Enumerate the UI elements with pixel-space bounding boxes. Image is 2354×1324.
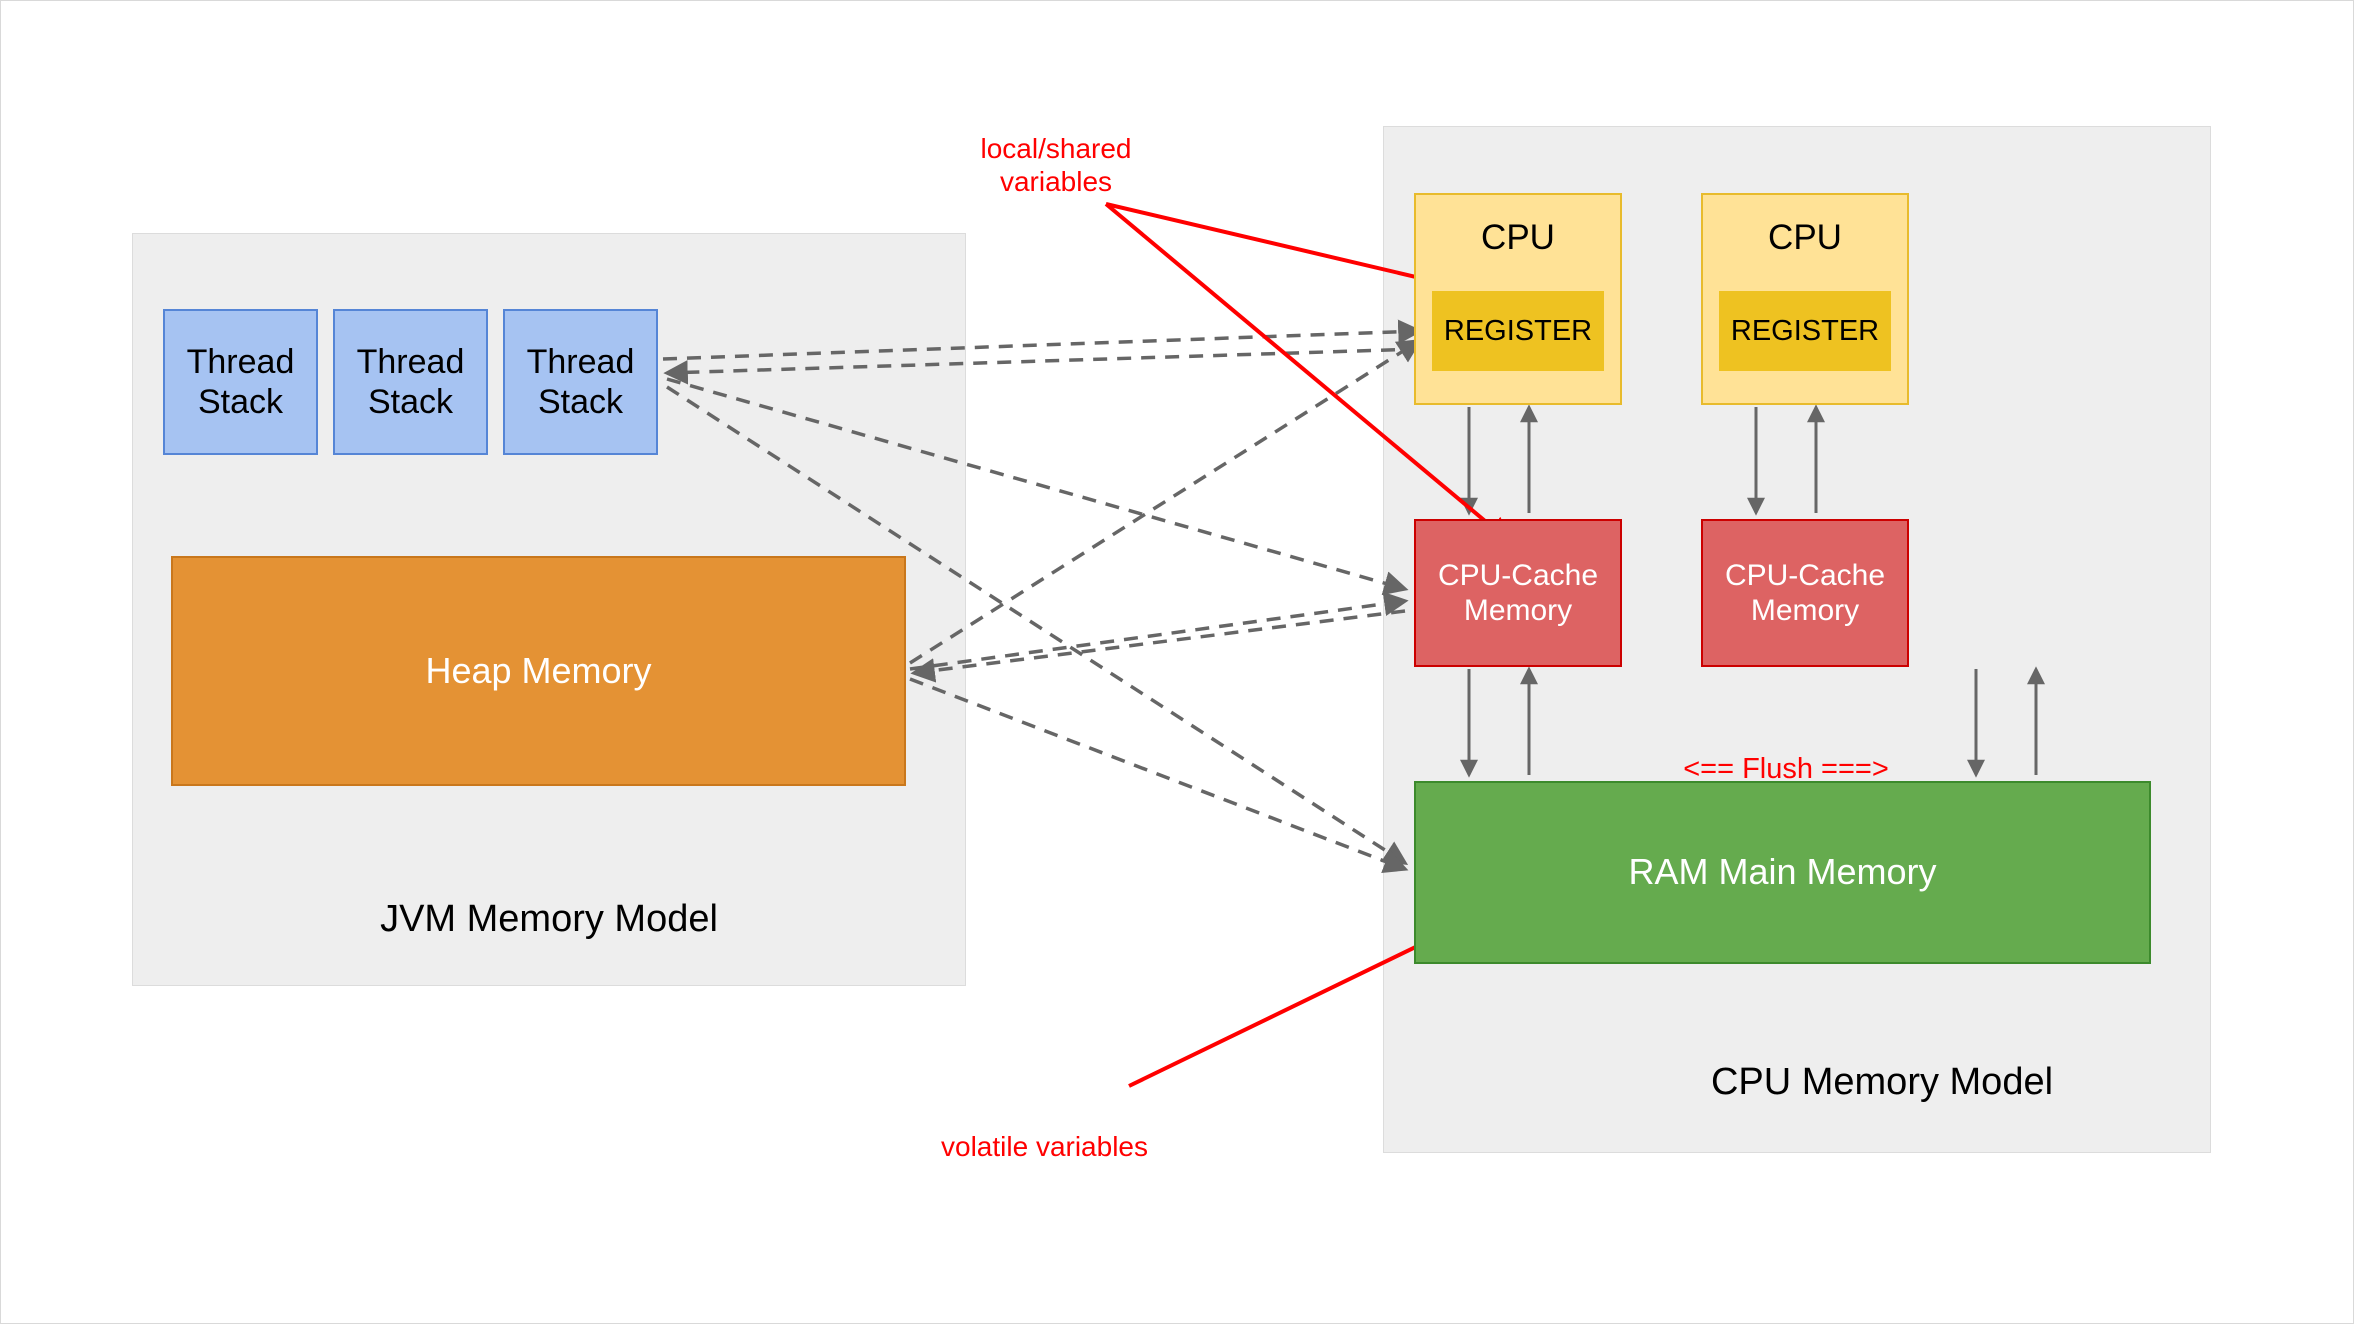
cpu-cache-memory-box-1[interactable]: CPU-Cache Memory — [1414, 519, 1622, 667]
register-label: REGISTER — [1730, 314, 1880, 347]
flush-label: <== Flush ===> — [1621, 717, 1951, 787]
cpu-cache-label: CPU-Cache Memory — [1724, 558, 1886, 627]
cpu-label: CPU — [1481, 218, 1555, 257]
register-box-2[interactable]: REGISTER — [1719, 291, 1891, 371]
link-cache-to-heap — [910, 609, 1406, 683]
thread-stack-label: Thread Stack — [186, 342, 295, 421]
link-register-to-threadstack — [663, 347, 1420, 385]
ram-main-memory-box[interactable]: RAM Main Memory — [1414, 781, 2151, 964]
link-heap-to-ram — [909, 677, 1409, 873]
cpu-panel-title: CPU Memory Model — [1383, 126, 2211, 1153]
thread-stack-label: Thread Stack — [526, 342, 635, 421]
jvm-panel-title: JVM Memory Model — [132, 233, 966, 986]
ram-main-memory-label: RAM Main Memory — [1628, 851, 1937, 893]
volatile-variables-text: volatile variables — [941, 1130, 1148, 1162]
link-heap-to-register — [909, 339, 1423, 665]
cpu-panel-title-text: CPU Memory Model — [1710, 1061, 2054, 1103]
local-shared-variables-text: local/shared variables — [980, 132, 1132, 198]
jvm-panel-title-text: JVM Memory Model — [380, 898, 718, 940]
cpu-cache-label: CPU-Cache Memory — [1437, 558, 1599, 627]
link-heap-to-cache — [909, 591, 1409, 671]
volatile-variables-annotation: volatile variables — [941, 1096, 1241, 1163]
local-shared-variables-annotation: local/shared variables — [931, 98, 1181, 199]
link-threadstack-to-cache — [666, 377, 1409, 596]
flush-label-text: <== Flush ===> — [1683, 752, 1889, 785]
thread-stack-box-1[interactable]: Thread Stack — [163, 309, 318, 455]
link-threadstack-to-ram — [666, 385, 1409, 865]
thread-stack-box-2[interactable]: Thread Stack — [333, 309, 488, 455]
register-box-1[interactable]: REGISTER — [1432, 291, 1604, 371]
cpu-label: CPU — [1768, 218, 1842, 257]
link-threadstack-to-register — [662, 319, 1423, 361]
thread-stack-label: Thread Stack — [356, 342, 465, 421]
thread-stack-box-3[interactable]: Thread Stack — [503, 309, 658, 455]
cpu-cache-memory-box-2[interactable]: CPU-Cache Memory — [1701, 519, 1909, 667]
register-label: REGISTER — [1443, 314, 1593, 347]
heap-memory-box[interactable]: Heap Memory — [171, 556, 906, 786]
heap-memory-label: Heap Memory — [425, 649, 652, 691]
leader-local-shared-to-cache — [1104, 202, 1512, 544]
